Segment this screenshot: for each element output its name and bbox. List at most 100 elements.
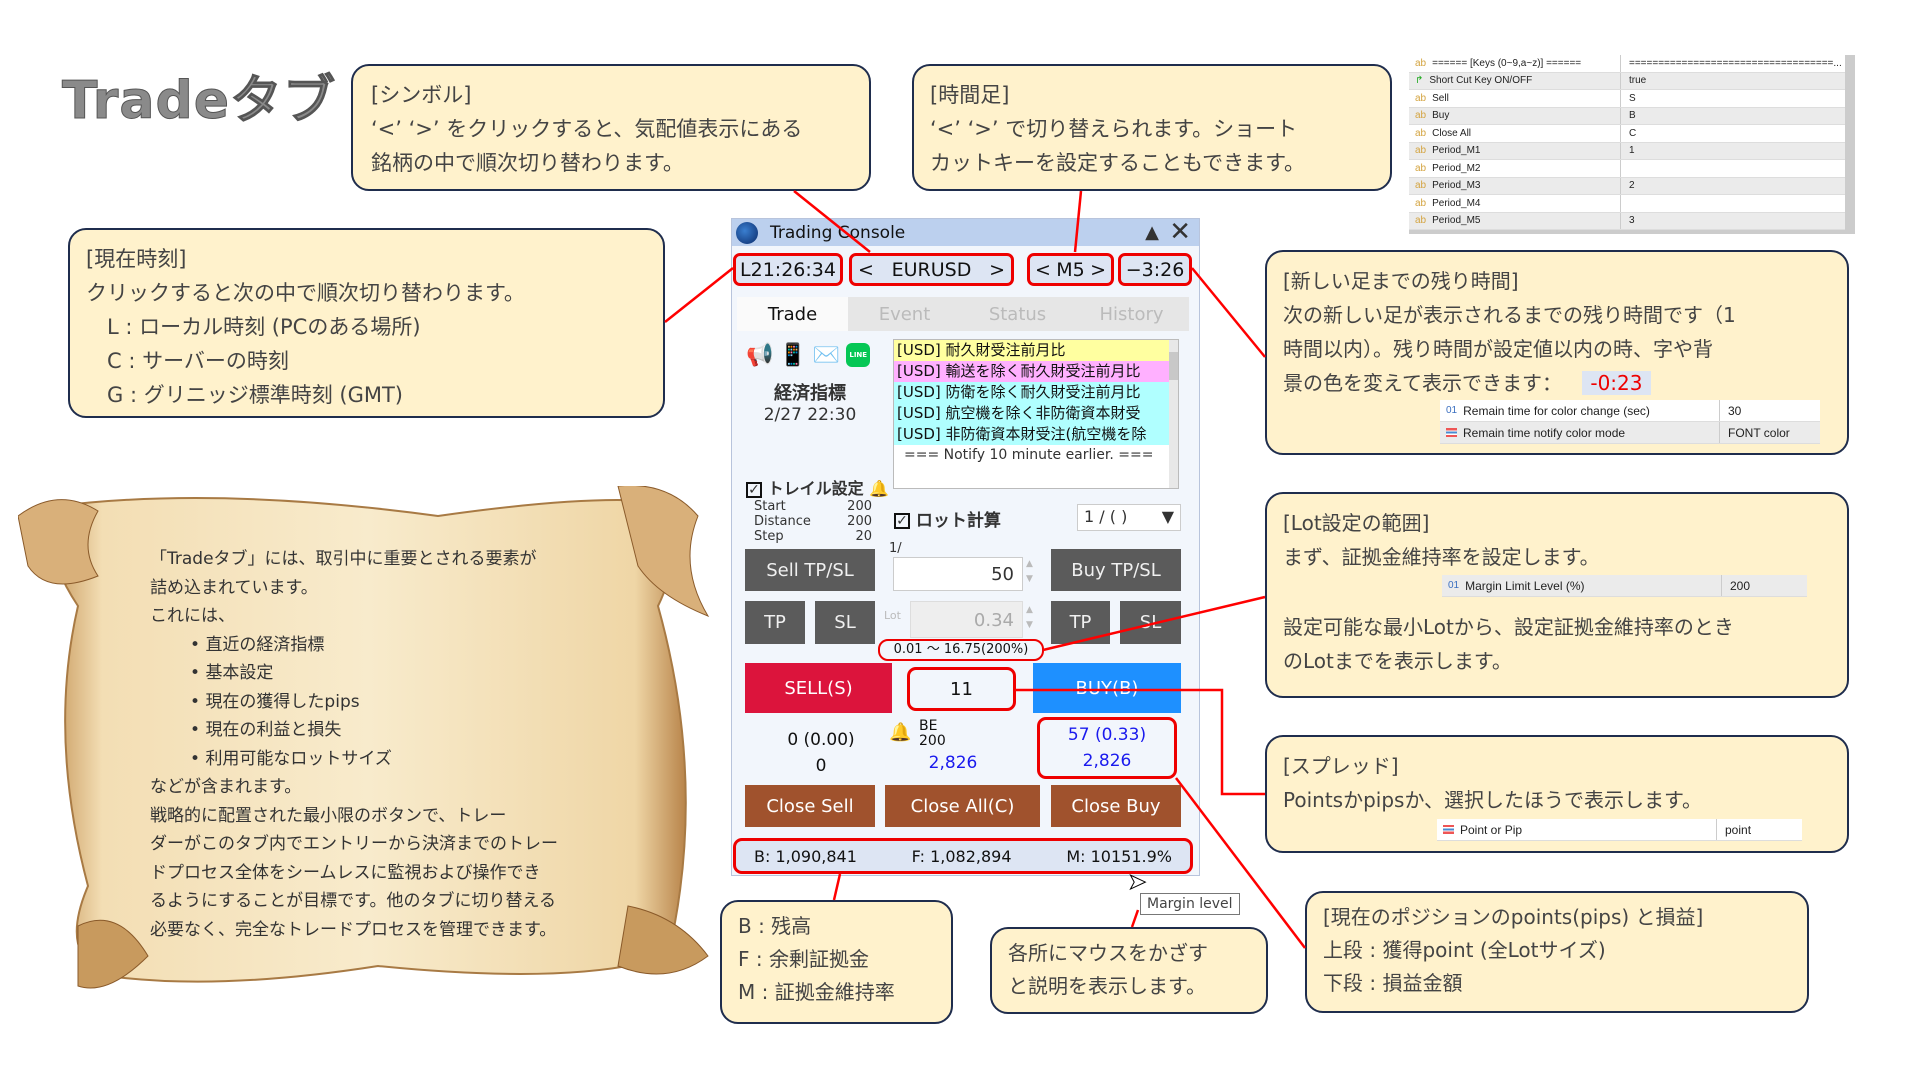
close-sell-button[interactable]: Close Sell	[745, 785, 875, 827]
scroll-bullet: • 現在の獲得したpips	[190, 691, 360, 712]
string-icon: ab	[1415, 92, 1427, 104]
scroll-line: ダーがこのタブ内でエントリーから決済までのトレー	[150, 834, 558, 854]
close-all-button[interactable]: Close All(C)	[885, 785, 1040, 827]
period-selector: < M5 >	[1027, 253, 1114, 286]
setting-key: Period_M1	[1432, 145, 1481, 157]
hover-callout: 各所にマウスをかざすと説明を表示します。	[990, 927, 1268, 1014]
tab-trade[interactable]: Trade	[737, 297, 848, 331]
news-item[interactable]: [USD] 非防衛資本財受注(航空機を除	[894, 424, 1178, 445]
setting-key: Period_M4	[1432, 197, 1481, 209]
period-next-button[interactable]: >	[1090, 258, 1106, 281]
lot-stepper[interactable]: ▲▼	[1026, 605, 1033, 630]
scroll-line: 戦略的に配置された最小限のボタンで、トレー	[150, 805, 507, 826]
megaphone-icon[interactable]: 📢	[746, 343, 774, 368]
tab-status[interactable]: Status	[961, 297, 1074, 331]
sell-button[interactable]: SELL(S)	[745, 663, 892, 713]
divisor-input[interactable]: 50	[893, 557, 1023, 591]
title-bar[interactable]: Trading Console ▲ ✕	[732, 217, 1199, 247]
sell-sl-button[interactable]: SL	[815, 601, 875, 644]
bell-icon: 🔔	[889, 722, 912, 743]
enum-icon	[1443, 825, 1454, 834]
breakeven-amount: 2,826	[928, 753, 978, 773]
news-item[interactable]: [USD] 防衛を除く耐久財受注前月比	[894, 382, 1178, 403]
hover-connector	[1130, 909, 1140, 928]
integer-icon: 01	[1448, 579, 1460, 591]
symbol-prev-button[interactable]: <	[858, 258, 874, 281]
mouse-cursor-icon: ➤	[1127, 870, 1147, 896]
string-icon: ab	[1415, 127, 1427, 139]
setting-row[interactable]: ab Period_M4	[1409, 195, 1845, 213]
setting-key: Short Cut Key ON/OFF	[1429, 75, 1533, 87]
remaining-sample: -0:23	[1582, 371, 1651, 395]
string-icon: ab	[1415, 162, 1427, 174]
lot-range-display: 0.01 〜 16.75(200%)	[878, 639, 1044, 661]
setting-value: 1	[1629, 145, 1635, 157]
boolean-icon: ↱	[1415, 75, 1424, 87]
symbol-selector: < EURUSD >	[849, 253, 1014, 286]
sell-position-summary: 0 (0.00)0	[787, 730, 855, 776]
buy-tpsl-button[interactable]: Buy TP/SL	[1051, 549, 1181, 591]
string-icon: ab	[1415, 197, 1427, 209]
trail-setting-checkbox[interactable]: ✓ トレイル設定 🔔	[746, 475, 889, 499]
news-scrollbar[interactable]	[1169, 340, 1178, 488]
sell-tp-button[interactable]: TP	[745, 601, 805, 644]
news-item[interactable]: [USD] 航空機を除く非防衛資本財受	[894, 403, 1178, 424]
symbol-label: EURUSD	[891, 258, 972, 281]
close-icon[interactable]: ✕	[1169, 217, 1191, 247]
lot-input[interactable]: 0.34	[910, 601, 1023, 638]
clock-button[interactable]: L21:26:34	[733, 253, 843, 286]
divisor-label: 1/	[889, 541, 902, 556]
checkbox-checked: ✓	[746, 481, 762, 498]
close-buy-button[interactable]: Close Buy	[1051, 785, 1181, 827]
sell-tpsl-button[interactable]: Sell TP/SL	[745, 549, 875, 591]
mail-icon[interactable]: ✉️	[812, 343, 841, 368]
buy-tp-button[interactable]: TP	[1051, 601, 1110, 644]
phone-notify-icon[interactable]: 📱	[779, 343, 807, 368]
buy-sl-button[interactable]: SL	[1120, 601, 1181, 644]
app-logo-icon	[736, 221, 758, 244]
string-icon: ab	[1415, 57, 1427, 69]
line-app-icon[interactable]: LINE	[846, 343, 871, 367]
buy-button[interactable]: BUY(B)	[1033, 663, 1181, 713]
clock-connector	[664, 267, 734, 323]
margin-level-value[interactable]: M: 10151.9%	[1066, 846, 1172, 866]
news-item[interactable]: [USD] 耐久財受注前月比	[894, 340, 1178, 361]
remaining-time-display: −3:26	[1118, 253, 1192, 286]
period-prev-button[interactable]: <	[1035, 258, 1051, 281]
symbol-next-button[interactable]: >	[989, 258, 1005, 281]
setting-row[interactable]: ab====== [Keys (0~9,a~z)] ==============…	[1409, 55, 1845, 73]
spread-display: 11	[907, 667, 1016, 711]
setting-key: Sell	[1432, 92, 1449, 104]
collapse-icon[interactable]: ▲	[1145, 222, 1159, 243]
string-icon: ab	[1415, 180, 1427, 192]
divisor-stepper[interactable]: ▲▼	[1026, 559, 1033, 584]
position-callout: [現在のポジションのpoints(pips) と損益]上段 : 獲得point …	[1305, 891, 1809, 1013]
economic-news-list[interactable]: [USD] 耐久財受注前月比[USD] 輸送を除く耐久財受注前月比[USD] 防…	[893, 339, 1179, 489]
balance-value: B: 1,090,841	[754, 846, 857, 866]
buy-position-summary: 57 (0.33)2,826	[1037, 717, 1177, 779]
tab-event[interactable]: Event	[848, 297, 961, 331]
news-item[interactable]: [USD] 輸送を除く耐久財受注前月比	[894, 361, 1178, 382]
scroll-line: これには、	[150, 606, 235, 626]
scroll-line: ドプロセス全体をシームレスに監視および操作でき	[150, 862, 541, 883]
tab-history[interactable]: History	[1074, 297, 1189, 331]
lot-label: Lot	[884, 609, 901, 622]
scroll-bullet: • 現在の利益と損失	[190, 720, 342, 740]
setting-value: B	[1629, 110, 1636, 122]
free-margin-value: F: 1,082,894	[911, 846, 1012, 866]
window-title: Trading Console	[770, 222, 906, 243]
lot-mode-dropdown[interactable]: 1 / ( )▼	[1077, 504, 1181, 531]
lot-calc-checkbox[interactable]: ✓ ロット計算	[894, 506, 1001, 531]
